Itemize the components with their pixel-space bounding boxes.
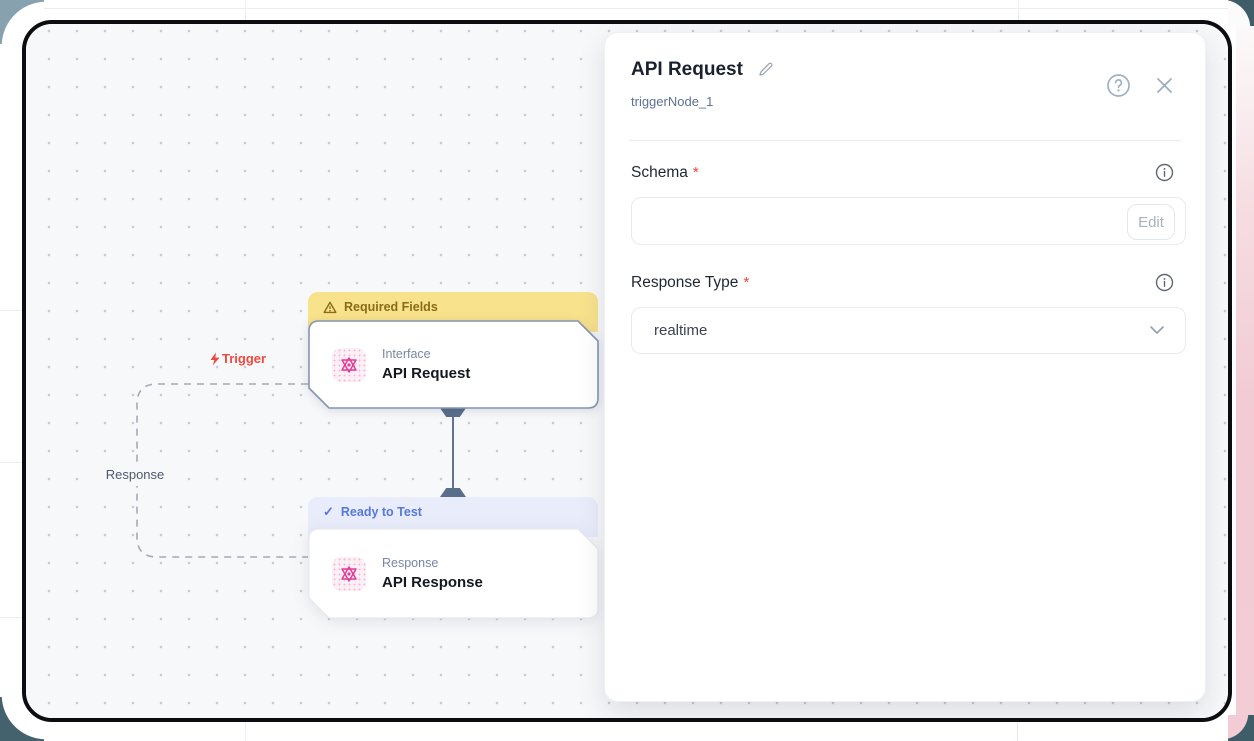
panel-title: API Request xyxy=(631,58,743,80)
status-badge-text: Ready to Test xyxy=(340,505,422,519)
question-circle-icon[interactable] xyxy=(1106,73,1131,98)
node-api-response[interactable]: Response API Response xyxy=(308,528,599,619)
info-circle-icon[interactable] xyxy=(1152,270,1177,295)
node-config-panel: API Request triggerNode_1 xyxy=(604,32,1206,702)
node-outline xyxy=(308,320,599,409)
node-type-label: Interface xyxy=(382,347,431,361)
background-gridline xyxy=(1017,722,1018,741)
flow-canvas[interactable]: Response Trigger Required Fields xyxy=(26,24,1228,718)
workflow-window: Response Trigger Required Fields xyxy=(22,20,1232,722)
corner-decoration xyxy=(1228,0,1254,26)
warning-triangle-icon xyxy=(323,301,337,314)
background-gridline xyxy=(245,0,246,20)
interface-icon xyxy=(332,347,366,382)
node-type-label: Response xyxy=(382,556,439,570)
node-title: API Request xyxy=(382,365,471,382)
source-handle[interactable] xyxy=(440,408,466,417)
node-title: API Response xyxy=(382,574,483,591)
background-gridline xyxy=(0,310,22,311)
response-icon xyxy=(332,556,366,591)
response-type-value: realtime xyxy=(654,322,708,339)
field-label-response-type: Response Type xyxy=(631,273,739,291)
schema-field[interactable]: Edit xyxy=(631,197,1186,245)
background-gridline xyxy=(0,462,22,463)
close-icon[interactable] xyxy=(1152,73,1177,98)
node-api-request[interactable]: Interface API Request xyxy=(308,320,599,409)
background-pink-panel xyxy=(1236,0,1254,741)
edge-label-trigger: Trigger xyxy=(209,351,266,366)
response-type-select[interactable]: realtime xyxy=(631,307,1186,354)
divider xyxy=(629,140,1181,141)
edge-label-trigger-text: Trigger xyxy=(222,351,267,366)
background-gridline xyxy=(1018,0,1019,20)
required-marker: * xyxy=(692,164,699,181)
status-badge-text: Required Fields xyxy=(344,300,438,314)
check-icon: ✓ xyxy=(323,504,334,519)
background-gridline xyxy=(0,617,22,618)
chevron-down-icon xyxy=(1149,322,1165,340)
target-handle[interactable] xyxy=(440,488,466,497)
background-gridline xyxy=(245,722,246,741)
lightning-icon xyxy=(210,352,220,365)
edit-schema-button[interactable]: Edit xyxy=(1127,204,1175,240)
edge-label-response: Response xyxy=(98,464,172,486)
field-label-schema: Schema xyxy=(631,163,688,181)
node-connector-edge xyxy=(452,408,454,498)
required-marker: * xyxy=(743,274,750,291)
node-outline xyxy=(308,528,599,619)
info-circle-icon[interactable] xyxy=(1152,160,1177,185)
background-gridline xyxy=(0,8,1254,9)
pencil-icon[interactable] xyxy=(753,57,778,82)
corner-decoration xyxy=(1228,715,1254,741)
node-id-label: triggerNode_1 xyxy=(631,94,714,109)
